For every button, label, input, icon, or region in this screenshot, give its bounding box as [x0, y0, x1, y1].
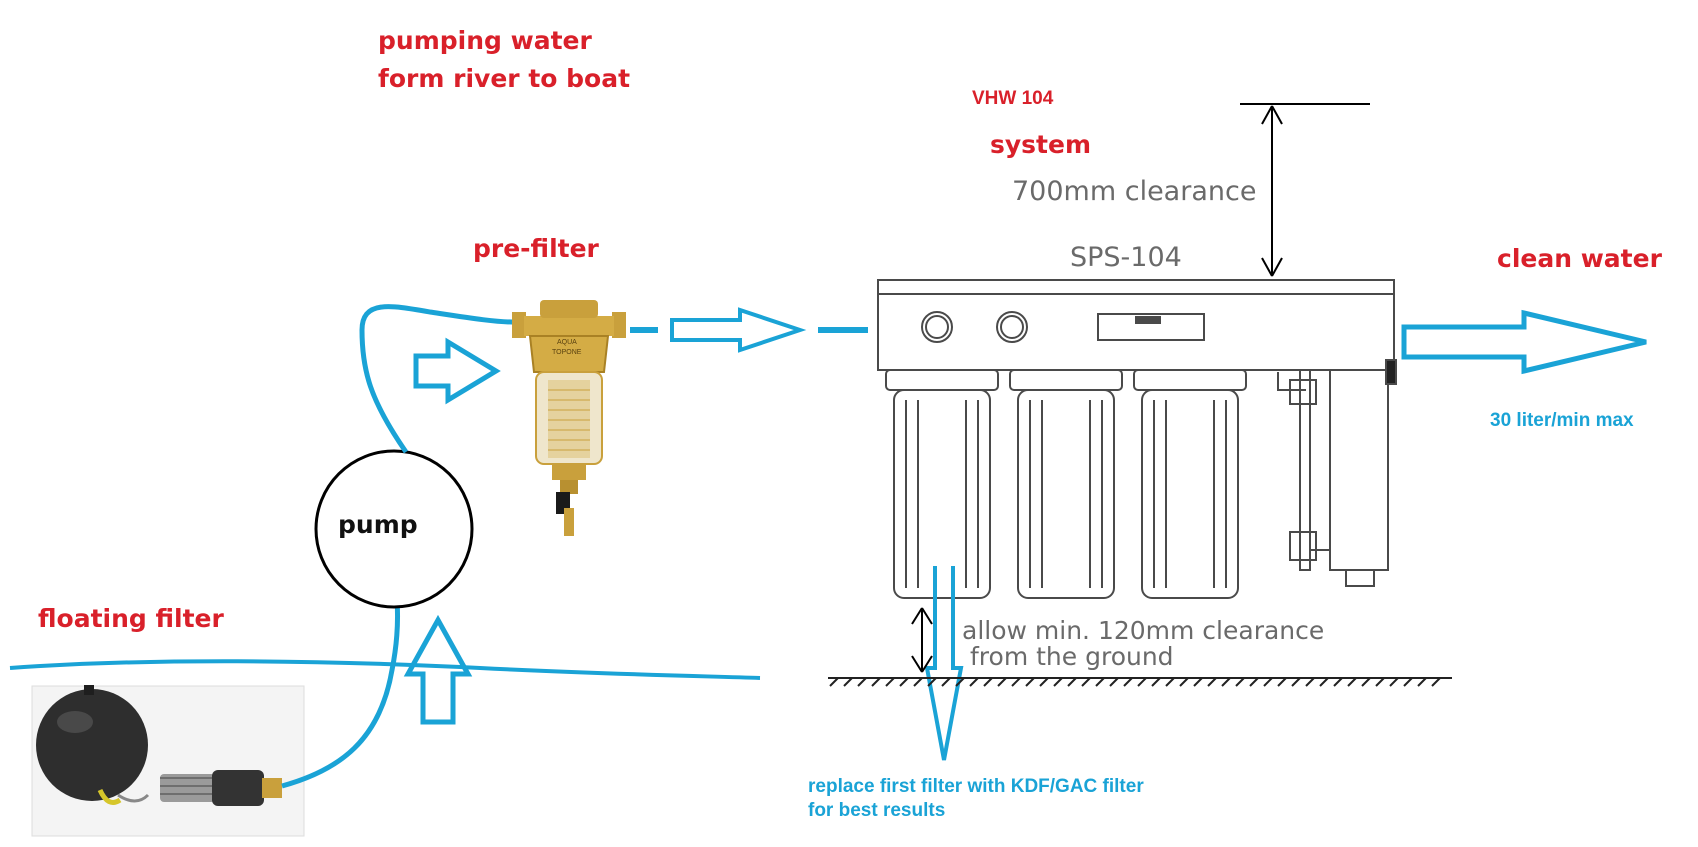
to-system-arrow: [670, 307, 807, 353]
prefilter-brand-line-2: TOPONE: [552, 349, 582, 356]
intake-hose: [281, 599, 400, 789]
clean-water-arrow: [1401, 309, 1647, 375]
filter-system-unit: [877, 279, 1397, 599]
clean-water-label: clean water: [1497, 244, 1662, 273]
pump-to-prefilter-hose: [359, 304, 513, 454]
ground-line: [828, 677, 1452, 687]
prefilter-brand-line-1: AQUA: [557, 339, 577, 346]
ground-clearance-label-2: from the ground: [970, 642, 1174, 671]
prefilter-label: pre-filter: [473, 234, 599, 263]
unit-name-label: SPS-104: [1070, 242, 1182, 273]
prefilter-inlet-arrow: [413, 337, 501, 405]
system-label: system: [990, 130, 1092, 159]
title-line-2: form river to boat: [378, 64, 631, 93]
first-filter-down-arrow: [924, 566, 964, 761]
water-surface-line: [9, 659, 761, 680]
model-label: VHW 104: [972, 88, 1054, 109]
top-clearance-label: 700mm clearance: [1012, 176, 1257, 207]
replace-note-line-2: for best results: [808, 800, 946, 821]
floating-filter-image: [31, 685, 305, 837]
floating-filter-label: floating filter: [38, 604, 224, 633]
replace-note-line-1: replace first filter with KDF/GAC filter: [808, 776, 1144, 797]
ground-clearance-label-1: allow min. 120mm clearance: [962, 616, 1325, 645]
prefilter-image: [512, 300, 626, 536]
pump-label: pump: [338, 510, 418, 539]
flow-rate-label: 30 liter/min max: [1490, 410, 1634, 431]
pump-circle: [314, 449, 474, 609]
title-line-1: pumping water: [378, 26, 592, 55]
up-flow-arrow: [403, 614, 473, 725]
